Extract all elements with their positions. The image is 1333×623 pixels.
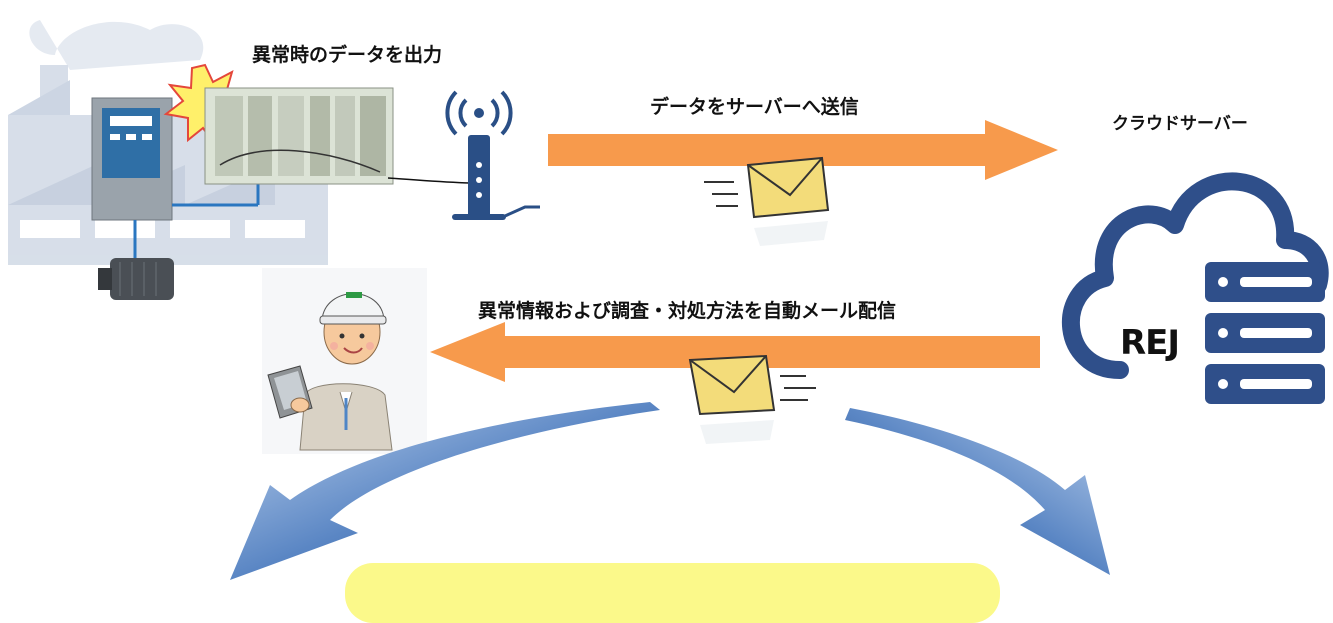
worker-tablet-icon	[262, 268, 427, 454]
plc-rack-icon	[204, 87, 394, 185]
mail-label: 異常情報および調査・対処方法を自動メール配信	[478, 300, 897, 322]
mail-arrow	[430, 322, 1040, 382]
router-icon	[445, 90, 540, 220]
motor-icon	[98, 258, 174, 300]
send-arrow	[548, 120, 1058, 180]
send-label: データをサーバーへ送信	[650, 96, 859, 118]
right-curved-arrow	[845, 408, 1110, 575]
output-label: 異常時のデータを出力	[252, 44, 443, 66]
result-box	[345, 563, 1000, 623]
inverter-icon	[91, 97, 173, 221]
left-curved-arrow	[230, 402, 660, 580]
brand-logo: REJ	[1120, 323, 1180, 363]
cloud-server-label: クラウドサーバー	[1112, 114, 1248, 134]
envelope-icon	[688, 354, 816, 444]
diagram-canvas	[8, 20, 1329, 580]
cloud-server-icon	[1062, 172, 1329, 404]
envelope-icon	[704, 156, 830, 246]
